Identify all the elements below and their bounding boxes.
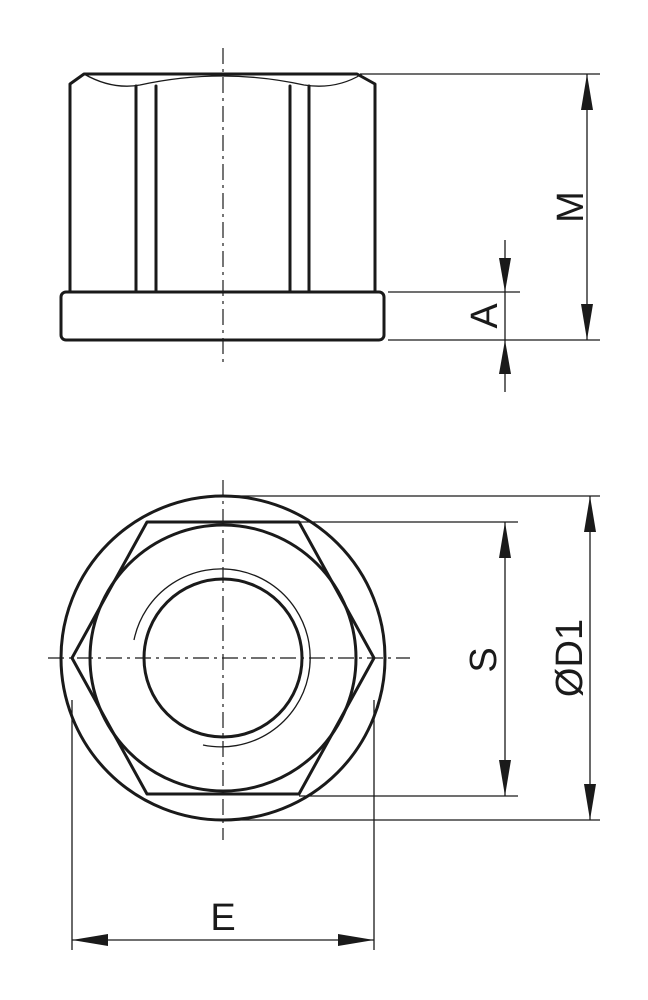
m-arrow-top (581, 74, 593, 110)
d1-arrow-bottom (584, 784, 596, 820)
m-arrow-bottom (581, 304, 593, 340)
dimension-D1: ØD1 (223, 495, 600, 821)
s-arrow-bottom (499, 760, 511, 796)
a-arrow-top (499, 258, 511, 292)
e-arrow-right (338, 934, 374, 946)
dimension-M: M (360, 73, 600, 341)
a-label: A (464, 303, 506, 329)
hex-body-outline (68, 72, 377, 294)
diameter-symbol: Ø (549, 668, 591, 698)
a-arrow-bottom (499, 340, 511, 374)
side-view (59, 48, 386, 365)
dimension-S: S (299, 521, 518, 797)
s-arrow-top (499, 522, 511, 558)
d1-label: ØD1 (549, 619, 591, 697)
s-label: S (463, 647, 505, 672)
dimension-E: E (71, 700, 375, 950)
e-label: E (210, 897, 235, 939)
thread-arc (133, 568, 311, 748)
d1-text: D1 (549, 619, 591, 668)
top-view (48, 480, 410, 840)
d1-arrow-top (584, 496, 596, 532)
dimension-A: A (388, 240, 520, 392)
m-label: M (550, 191, 592, 223)
e-arrow-left (72, 934, 108, 946)
